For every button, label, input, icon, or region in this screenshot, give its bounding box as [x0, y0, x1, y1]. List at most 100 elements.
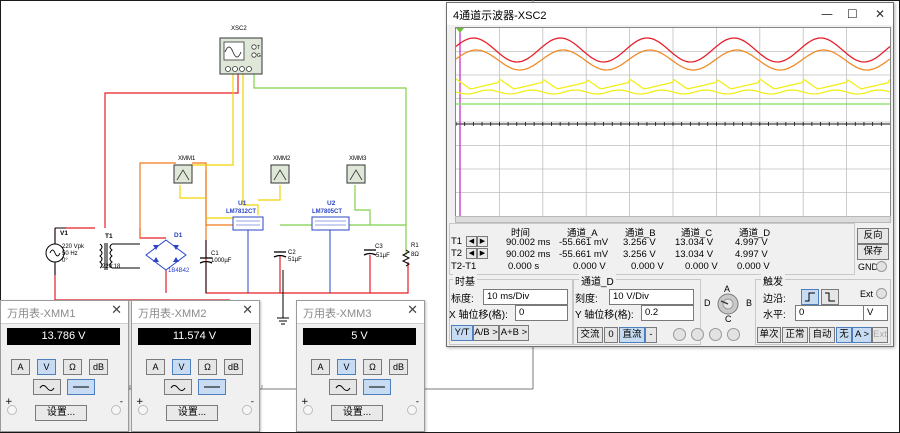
ext-terminal[interactable]	[876, 288, 887, 299]
t2-ch-b: 3.256 V	[623, 249, 656, 260]
zero-coupling-button[interactable]: 0	[604, 327, 618, 343]
close-icon[interactable]: ✕	[407, 303, 418, 318]
auto-trigger-button[interactable]: 自动	[809, 327, 835, 343]
ohm-button[interactable]: Ω	[198, 359, 217, 375]
dc-mode-button[interactable]	[198, 379, 226, 395]
u2-regulator[interactable]: U2 LM7805CT	[311, 200, 350, 231]
single-trigger-button[interactable]: 单次	[757, 327, 781, 343]
t2-right-arrow-icon[interactable]: ▶	[477, 248, 488, 259]
title-bar[interactable]: 4通道示波器-XSC2 — ☐ ✕	[447, 3, 893, 25]
db-button[interactable]: dB	[224, 359, 243, 375]
dc-mode-button[interactable]	[67, 379, 95, 395]
y-position-field[interactable]: 0.2	[641, 305, 694, 321]
timebase-scale-field[interactable]: 10 ms/Div	[483, 289, 568, 305]
xmm1-symbol[interactable]: XMM1	[173, 156, 196, 184]
rising-edge-icon[interactable]	[801, 289, 819, 305]
dc-coupling-button[interactable]: 直流	[619, 327, 645, 343]
oscilloscope-symbol[interactable]: T G	[219, 37, 263, 75]
plus-terminal-label: +	[5, 397, 13, 407]
ab-button[interactable]: A/B >	[473, 325, 499, 341]
amp-button[interactable]: A	[146, 359, 165, 375]
ext-label: Ext	[860, 289, 874, 299]
multimeter-xmm3-window[interactable]: 万用表-XMM3 ✕ 5 V A V Ω dB + - 设置...	[296, 300, 425, 432]
trigger-source-ext-button[interactable]: Ext	[872, 327, 888, 343]
volt-button[interactable]: V	[172, 359, 191, 375]
oscilloscope-window[interactable]: 4通道示波器-XSC2 — ☐ ✕ 时间 通道_A 通道_B 通道_C 通道_D…	[446, 2, 894, 347]
volt-button[interactable]: V	[37, 359, 56, 375]
ac-mode-button[interactable]	[164, 379, 192, 395]
xmm2-symbol[interactable]: XMM2	[270, 156, 291, 184]
ch-terminal-4[interactable]	[691, 328, 704, 341]
plus-terminal[interactable]	[138, 405, 148, 415]
minus-terminal-label: -	[415, 397, 419, 407]
c3-capacitor[interactable]: C3 51µF	[363, 244, 390, 259]
d1-bridge[interactable]: D1 1B4B42	[145, 232, 190, 274]
r1-resistor[interactable]: R1 8Ω	[401, 243, 419, 267]
channel-minus-button[interactable]: -	[645, 327, 657, 343]
a-plus-b-button[interactable]: A+B >	[499, 325, 529, 341]
channel-scale-field[interactable]: 10 V/Div	[609, 289, 694, 305]
settings-button[interactable]: 设置...	[166, 405, 218, 421]
x-position-field[interactable]: 0	[515, 305, 568, 321]
t1-ch-a: -55.661 mV	[559, 237, 609, 248]
c1-capacitor[interactable]: C1 1000µF	[199, 240, 232, 293]
t1-left-arrow-icon[interactable]: ◀	[466, 236, 477, 247]
gnd-terminal[interactable]	[876, 261, 887, 272]
ac-mode-button[interactable]	[33, 379, 61, 395]
xmm3-symbol[interactable]: XMM3	[346, 156, 367, 184]
row-label-t2: T2	[451, 248, 463, 259]
trigger-source-a-button[interactable]: A >	[852, 327, 872, 343]
minus-terminal[interactable]	[111, 405, 121, 415]
ac-mode-button[interactable]	[329, 379, 357, 395]
ohm-button[interactable]: Ω	[363, 359, 382, 375]
ch-terminal-3[interactable]	[673, 328, 686, 341]
ch-terminal-1[interactable]	[709, 328, 722, 341]
svg-text:C1: C1	[211, 251, 219, 257]
knob-label-d: D	[704, 298, 711, 308]
scope-scrollbar[interactable]	[455, 216, 891, 223]
close-icon[interactable]: ✕	[242, 303, 253, 318]
db-button[interactable]: dB	[389, 359, 408, 375]
svg-text:0°: 0°	[62, 258, 68, 264]
minus-terminal[interactable]	[407, 405, 417, 415]
settings-button[interactable]: 设置...	[35, 405, 87, 421]
u1-regulator[interactable]: U1 LM7812CT	[226, 200, 264, 231]
channel-selector-knob-icon[interactable]	[713, 291, 743, 317]
ch-terminal-2[interactable]	[727, 328, 740, 341]
t2-left-arrow-icon[interactable]: ◀	[466, 248, 477, 259]
c2-capacitor[interactable]: C2 51µF	[273, 250, 302, 263]
dc-mode-button[interactable]	[363, 379, 391, 395]
maximize-icon[interactable]: ☐	[847, 7, 858, 21]
none-trigger-button[interactable]: 无	[836, 327, 852, 343]
close-icon[interactable]: ✕	[111, 303, 122, 318]
plus-terminal[interactable]	[7, 405, 17, 415]
amp-button[interactable]: A	[311, 359, 330, 375]
scope-screen[interactable]	[455, 27, 891, 217]
close-icon[interactable]: ✕	[875, 7, 886, 21]
plus-terminal[interactable]	[303, 405, 313, 415]
save-button[interactable]: 保存	[857, 244, 889, 260]
falling-edge-icon[interactable]	[821, 289, 839, 305]
title-bar[interactable]: 万用表-XMM2 ✕	[132, 301, 259, 324]
yt-button[interactable]: Y/T	[451, 325, 473, 341]
ohm-button[interactable]: Ω	[63, 359, 82, 375]
level-field[interactable]: 0	[795, 305, 864, 321]
normal-trigger-button[interactable]: 正常	[782, 327, 808, 343]
minus-terminal-label: -	[250, 397, 254, 407]
multimeter-xmm1-window[interactable]: 万用表-XMM1 ✕ 13.786 V A V Ω dB + - 设置...	[0, 300, 129, 432]
minimize-icon[interactable]: —	[821, 7, 833, 21]
t1-right-arrow-icon[interactable]: ▶	[477, 236, 488, 247]
reverse-button[interactable]: 反向	[857, 228, 889, 244]
multimeter-xmm2-window[interactable]: 万用表-XMM2 ✕ 11.574 V A V Ω dB + - 设置...	[131, 300, 260, 432]
amp-button[interactable]: A	[11, 359, 30, 375]
volt-button[interactable]: V	[337, 359, 356, 375]
v1-source[interactable]: V1 220 Vpk 50 Hz 0°	[45, 227, 85, 275]
title-bar[interactable]: 万用表-XMM1 ✕	[1, 301, 128, 324]
settings-button[interactable]: 设置...	[331, 405, 383, 421]
level-unit-select[interactable]: V	[863, 305, 888, 321]
minus-terminal[interactable]	[242, 405, 252, 415]
t1-transformer[interactable]: T1 220:18	[99, 233, 140, 270]
title-bar[interactable]: 万用表-XMM3 ✕	[297, 301, 424, 324]
db-button[interactable]: dB	[89, 359, 108, 375]
ac-coupling-button[interactable]: 交流	[577, 327, 603, 343]
